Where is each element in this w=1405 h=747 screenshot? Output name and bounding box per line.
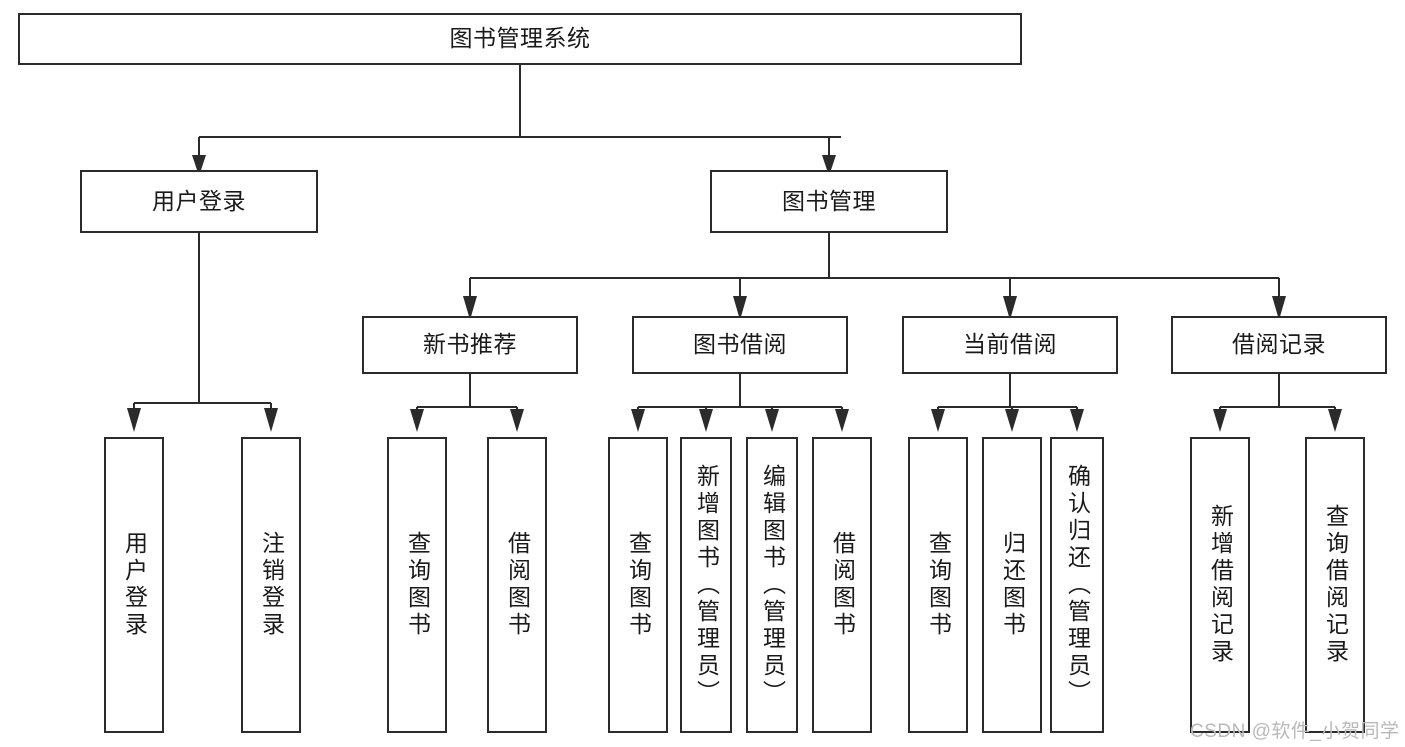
node-leaf-query-book-1[interactable]: 查询图书 — [387, 437, 447, 733]
node-leaf-borrow-book-2-label: 借阅图书 — [829, 531, 856, 639]
arrowhead-leaf-return-book — [1005, 409, 1019, 432]
arrowhead-leaf-query-book-3 — [931, 409, 945, 432]
arrowhead-borrow-record — [1272, 296, 1286, 320]
node-book-borrow[interactable]: 图书借阅 — [632, 316, 848, 374]
node-leaf-query-book-2[interactable]: 查询图书 — [608, 437, 668, 733]
arrowhead-layer — [127, 155, 1342, 432]
arrowhead-leaf-query-book-2 — [631, 409, 645, 432]
node-leaf-add-borrow-record[interactable]: 新增借阅记录 — [1190, 437, 1250, 733]
node-leaf-return-book-label: 归还图书 — [999, 531, 1026, 639]
node-leaf-query-book-1-label: 查询图书 — [404, 531, 431, 639]
node-leaf-edit-book-admin[interactable]: 编辑图书（管理员） — [746, 437, 798, 733]
arrowhead-leaf-confirm-return — [1070, 409, 1084, 432]
node-leaf-logout-login[interactable]: 注销登录 — [241, 437, 301, 733]
node-leaf-query-borrow-record-label: 查询借阅记录 — [1322, 504, 1349, 666]
node-leaf-borrow-book-2[interactable]: 借阅图书 — [812, 437, 872, 733]
arrowhead-leaf-user-login — [127, 408, 141, 432]
node-leaf-query-borrow-record[interactable]: 查询借阅记录 — [1305, 437, 1365, 733]
node-current-borrow[interactable]: 当前借阅 — [902, 316, 1118, 374]
node-book-manage[interactable]: 图书管理 — [710, 170, 948, 233]
node-leaf-add-borrow-record-label: 新增借阅记录 — [1207, 504, 1234, 666]
arrowhead-leaf-edit-book-admin — [765, 409, 779, 432]
arrowhead-leaf-add-book-admin — [699, 409, 713, 432]
node-leaf-user-login-label: 用户登录 — [121, 531, 148, 639]
arrowhead-leaf-borrow-book-1 — [510, 409, 524, 432]
arrowhead-new-book-recommend — [463, 296, 477, 320]
node-new-book-recommend[interactable]: 新书推荐 — [362, 316, 578, 374]
node-leaf-borrow-book-1[interactable]: 借阅图书 — [487, 437, 547, 733]
node-book-manage-label: 图书管理 — [782, 187, 876, 214]
arrowhead-leaf-logout-login — [264, 408, 278, 432]
node-leaf-confirm-return-admin-label: 确认归还（管理员） — [1064, 463, 1091, 707]
arrowhead-book-manage — [822, 155, 836, 176]
node-leaf-return-book[interactable]: 归还图书 — [982, 437, 1042, 733]
node-user-login[interactable]: 用户登录 — [80, 170, 318, 233]
node-leaf-edit-book-admin-label: 编辑图书（管理员） — [759, 463, 786, 707]
node-current-borrow-label: 当前借阅 — [963, 331, 1057, 358]
arrowhead-user-login — [192, 155, 206, 176]
node-root-label: 图书管理系统 — [449, 25, 591, 52]
node-leaf-query-book-3[interactable]: 查询图书 — [908, 437, 968, 733]
node-leaf-add-book-admin-label: 新增图书（管理员） — [693, 463, 720, 707]
node-user-login-label: 用户登录 — [152, 187, 246, 214]
node-borrow-record-label: 借阅记录 — [1232, 331, 1326, 358]
node-leaf-user-login[interactable]: 用户登录 — [104, 437, 164, 733]
arrowhead-leaf-add-borrow-record — [1213, 409, 1227, 432]
node-leaf-confirm-return-admin[interactable]: 确认归还（管理员） — [1050, 437, 1104, 733]
node-root[interactable]: 图书管理系统 — [18, 13, 1022, 65]
node-leaf-borrow-book-1-label: 借阅图书 — [504, 531, 531, 639]
node-leaf-query-book-2-label: 查询图书 — [625, 531, 652, 639]
arrowhead-leaf-query-borrow-record — [1328, 409, 1342, 432]
arrowhead-leaf-query-book-1 — [410, 409, 424, 432]
node-borrow-record[interactable]: 借阅记录 — [1171, 316, 1387, 374]
node-leaf-add-book-admin[interactable]: 新增图书（管理员） — [680, 437, 732, 733]
arrowhead-current-borrow — [1003, 296, 1017, 320]
node-new-book-recommend-label: 新书推荐 — [423, 331, 517, 358]
node-leaf-logout-login-label: 注销登录 — [258, 531, 285, 639]
arrowhead-leaf-borrow-book-2 — [835, 409, 849, 432]
node-leaf-query-book-3-label: 查询图书 — [925, 531, 952, 639]
arrowhead-book-borrow — [733, 296, 747, 320]
node-book-borrow-label: 图书借阅 — [693, 331, 787, 358]
